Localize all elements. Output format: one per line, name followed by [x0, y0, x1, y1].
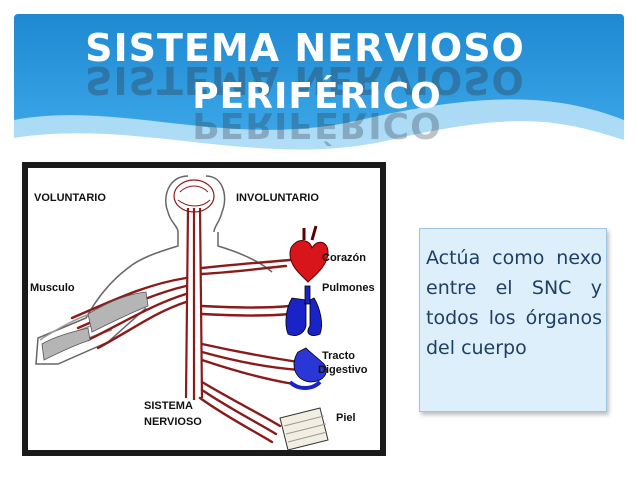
label-involuntario: INVOLUNTARIO — [236, 192, 319, 205]
title-banner: SISTEMA NERVIOSO SISTEMA NERVIOSO PERIFÉ… — [0, 0, 638, 180]
callout-text: Actúa como nexo entre el SNC y todos los… — [426, 243, 602, 363]
page-title-line-1: SISTEMA NERVIOSO — [0, 26, 624, 70]
label-piel: Piel — [336, 412, 356, 425]
label-digestivo: Digestivo — [318, 364, 368, 377]
label-sistema: SISTEMA — [144, 400, 193, 413]
label-nervioso: NERVIOSO — [144, 416, 202, 429]
label-pulmones: Pulmones — [322, 282, 375, 295]
page-title-line-2: PERIFÉRICO — [0, 76, 636, 117]
diagram-canvas — [28, 168, 380, 450]
label-voluntario: VOLUNTARIO — [34, 192, 106, 205]
label-tracto: Tracto — [322, 350, 355, 363]
label-corazon: Corazón — [322, 252, 366, 265]
description-callout: Actúa como nexo entre el SNC y todos los… — [419, 228, 607, 412]
label-musculo: Musculo — [30, 282, 75, 295]
nervous-system-diagram: VOLUNTARIO INVOLUNTARIO Musculo Corazón … — [22, 162, 386, 456]
